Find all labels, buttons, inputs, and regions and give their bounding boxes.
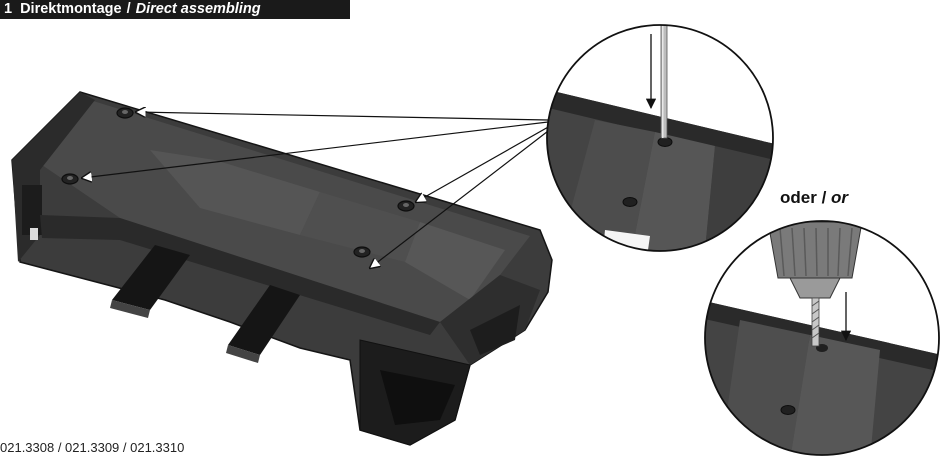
alternative-label: oder / or (780, 188, 848, 208)
screwdriver-detail (546, 24, 774, 252)
section-number: 1 (4, 1, 13, 17)
or-german: oder (780, 188, 817, 207)
pointer-arrows (82, 112, 553, 268)
section-title: 1 Direktmontage/Direct assembling (0, 0, 350, 19)
title-english: Direct assembling (135, 1, 261, 17)
bracket-part (11, 91, 553, 446)
title-separator: / (126, 1, 131, 17)
title-german: Direktmontage (20, 1, 122, 17)
part-numbers: 021.3308 / 021.3309 / 021.3310 (0, 440, 185, 455)
drill-detail (704, 220, 940, 456)
or-english: or (831, 188, 849, 207)
or-separator: / (821, 188, 827, 207)
